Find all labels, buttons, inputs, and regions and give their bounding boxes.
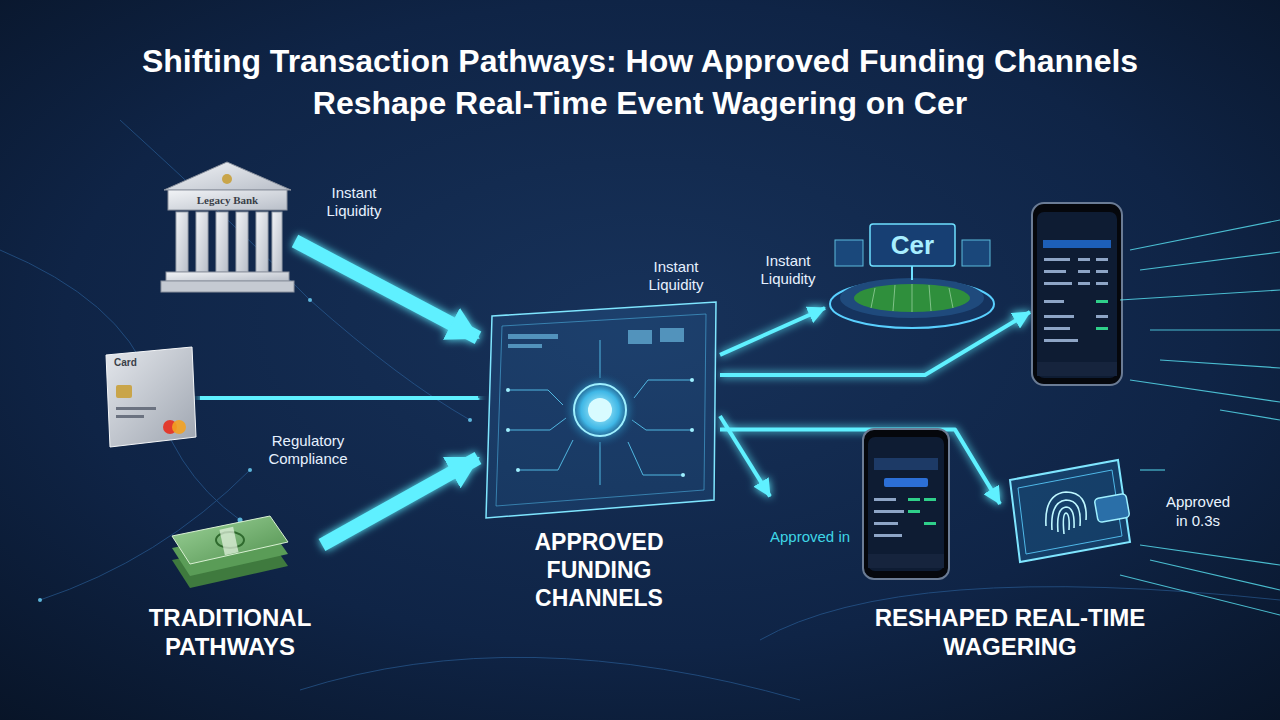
cash-arrow: [322, 458, 478, 545]
phone-node: Approved in: [770, 428, 950, 580]
flow-arrow: [720, 308, 825, 355]
phone-illustration: [862, 428, 950, 580]
cer-logo-text: Cer: [875, 230, 950, 260]
funding-panel: APPROVED FUNDING CHANNELS: [478, 280, 720, 620]
section-heading: TRADITIONAL PATHWAYS: [120, 603, 340, 661]
wallet-node: Approved in 0.3s: [1000, 450, 1240, 570]
network-lines: [0, 120, 1280, 700]
bank-illustration: [160, 160, 295, 295]
approval-time-text: Approved in 0.3s: [1158, 492, 1238, 530]
flow-arrow: [720, 416, 770, 496]
bank-node: Legacy Bank: [160, 160, 295, 295]
bank-sign-text: Legacy Bank: [172, 191, 283, 209]
network-dots: [38, 298, 472, 602]
flow-arrow: [295, 241, 478, 338]
diagram-title: Shifting Transaction Pathways: How Appro…: [130, 40, 1150, 124]
straight-arrow: [720, 393, 1212, 397]
wallet-illustration: [1000, 450, 1135, 570]
top-phone: [1032, 203, 1122, 385]
speed-streaks: [1120, 220, 1280, 615]
panel-illustration: [478, 280, 720, 520]
card-text: Card: [114, 357, 174, 369]
approval-text: Approved in: [770, 528, 860, 546]
flow-note: Instant Liquidity: [754, 252, 822, 288]
flow-note: Regulatory Compliance: [262, 432, 354, 468]
card-node: Card: [100, 345, 200, 450]
section-heading: RESHAPED REAL-TIME WAGERING: [845, 603, 1175, 661]
flow-note: Instant Liquidity: [640, 258, 712, 294]
cash-stack: [172, 516, 288, 588]
flow-arrow: [200, 398, 478, 400]
flow-note: Instant Liquidity: [318, 184, 390, 220]
stadium-node: Cer: [825, 220, 1000, 330]
flow-arrow: [720, 430, 1000, 504]
panel-heading: APPROVED FUNDING CHANNELS: [514, 528, 684, 612]
